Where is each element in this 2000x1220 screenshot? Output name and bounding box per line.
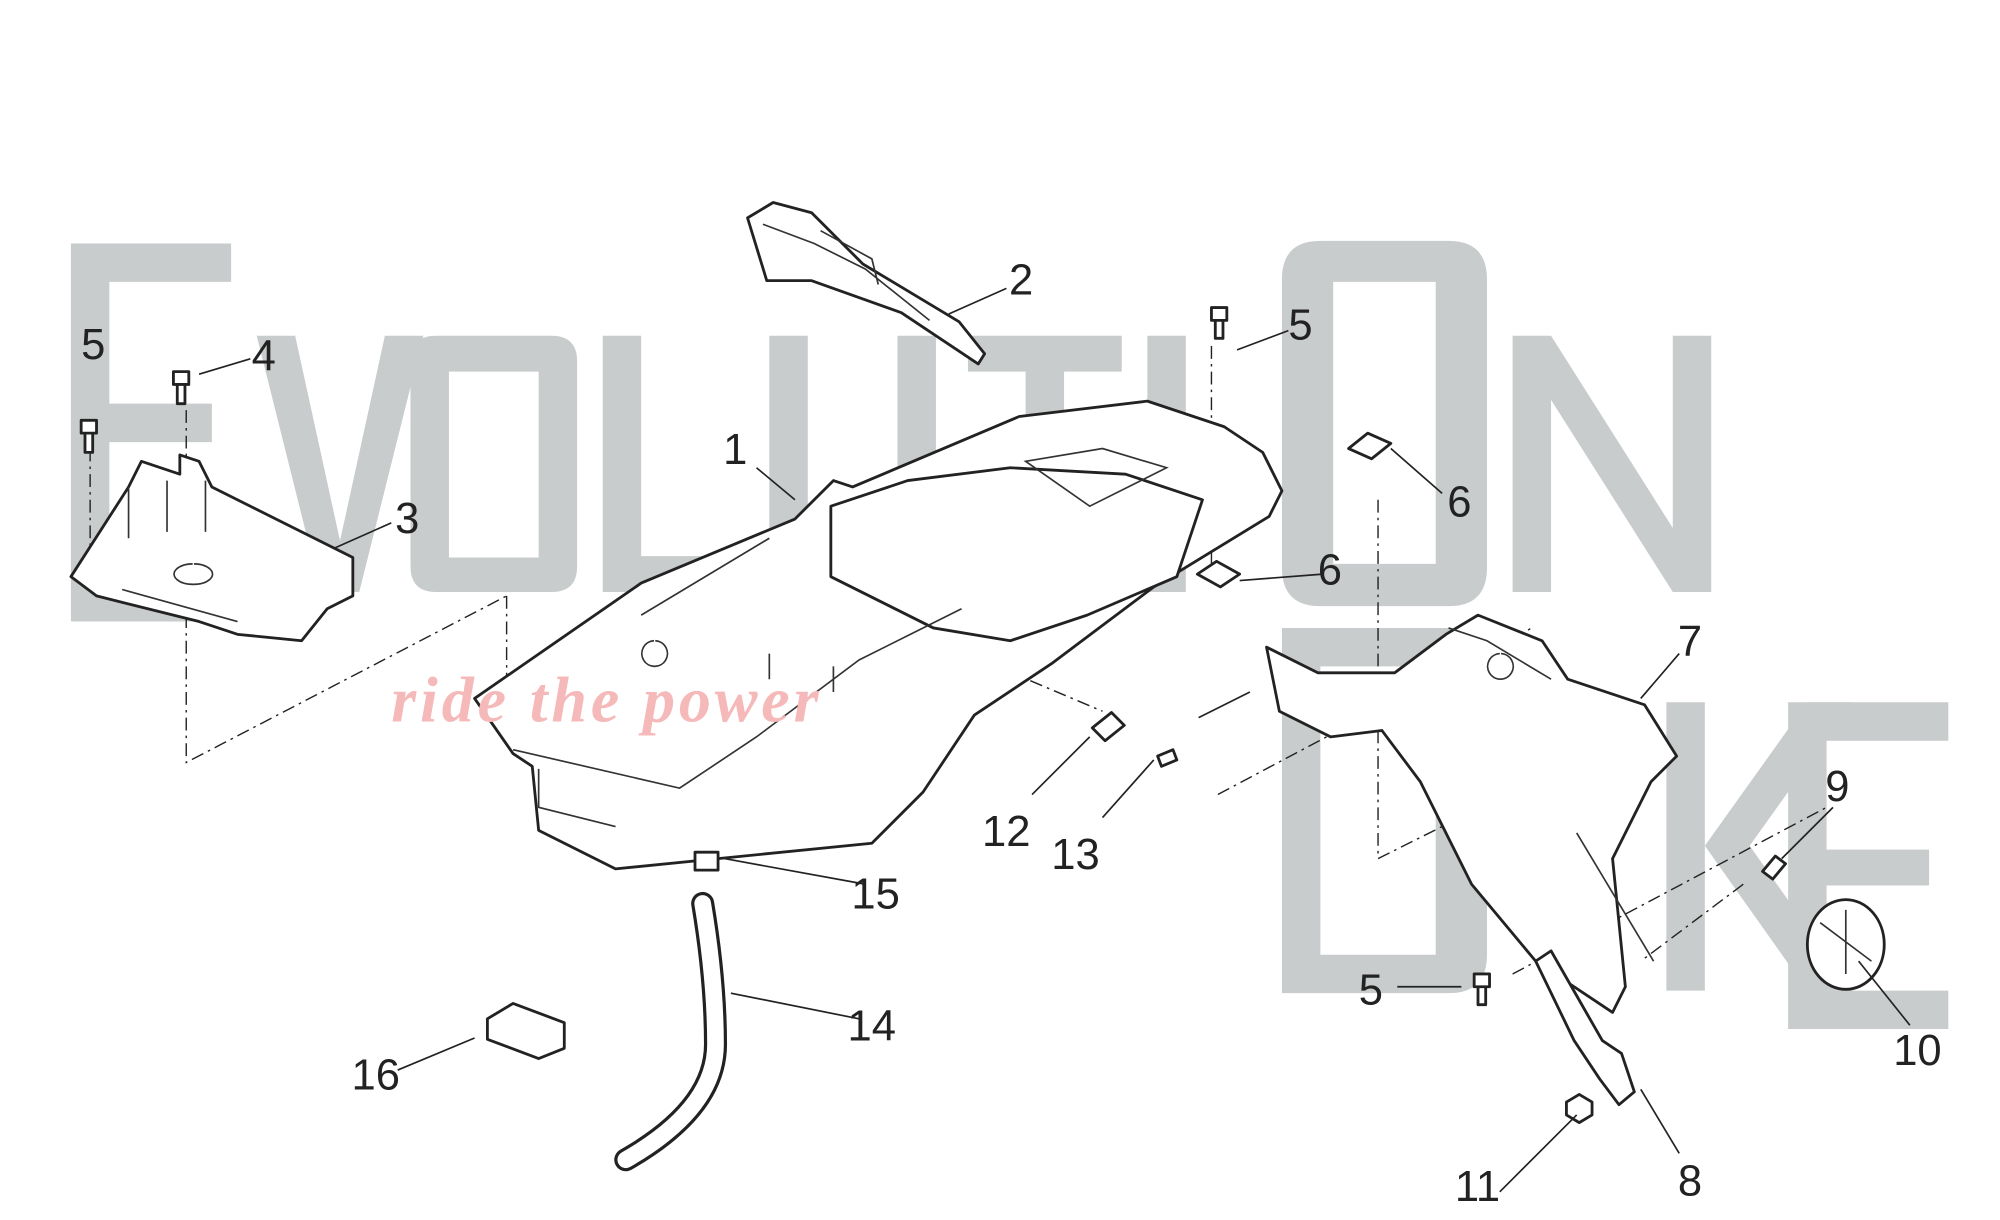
part-11-nut	[1565, 1093, 1594, 1125]
part-screws	[79, 306, 1787, 1007]
callout-3: 3	[395, 495, 419, 543]
part-6-clip	[1195, 431, 1393, 589]
callout-6: 6	[1447, 478, 1471, 526]
callout-14: 14	[848, 1003, 896, 1051]
part-12-nut	[1090, 711, 1126, 743]
callout-6: 6	[1318, 546, 1342, 594]
part-2-cover	[746, 201, 987, 366]
part-16-holder	[485, 1002, 566, 1060]
callout-8: 8	[1678, 1158, 1702, 1206]
part-3-battery-tray	[69, 453, 355, 643]
callout-5: 5	[81, 321, 105, 369]
callout-13: 13	[1051, 831, 1099, 879]
callout-2: 2	[1009, 257, 1033, 305]
part-14-hose	[614, 891, 728, 1172]
callout-16: 16	[352, 1051, 400, 1099]
leader-lines	[198, 287, 1911, 1193]
callout-15: 15	[851, 871, 899, 919]
callout-5: 5	[1359, 967, 1383, 1015]
callout-9: 9	[1825, 763, 1849, 811]
callout-7: 7	[1678, 618, 1702, 666]
part-7-rear-fender	[1265, 613, 1679, 1014]
slogan-text: ride the power	[391, 664, 822, 735]
part-15-clamp	[693, 850, 720, 872]
callout-labels: 1 2 3 4 5 5 5 6 6 7 8 9 10 11 12 13 14 1…	[81, 257, 1942, 1211]
callout-10: 10	[1893, 1027, 1941, 1075]
callout-12: 12	[982, 808, 1030, 856]
part-1-undertray	[473, 399, 1284, 871]
part-10-reflector	[1805, 898, 1886, 991]
callout-1: 1	[723, 426, 747, 474]
callout-5: 5	[1288, 302, 1312, 350]
part-8-bracket	[1534, 949, 1636, 1107]
callout-11: 11	[1455, 1163, 1500, 1211]
callout-4: 4	[252, 332, 276, 380]
